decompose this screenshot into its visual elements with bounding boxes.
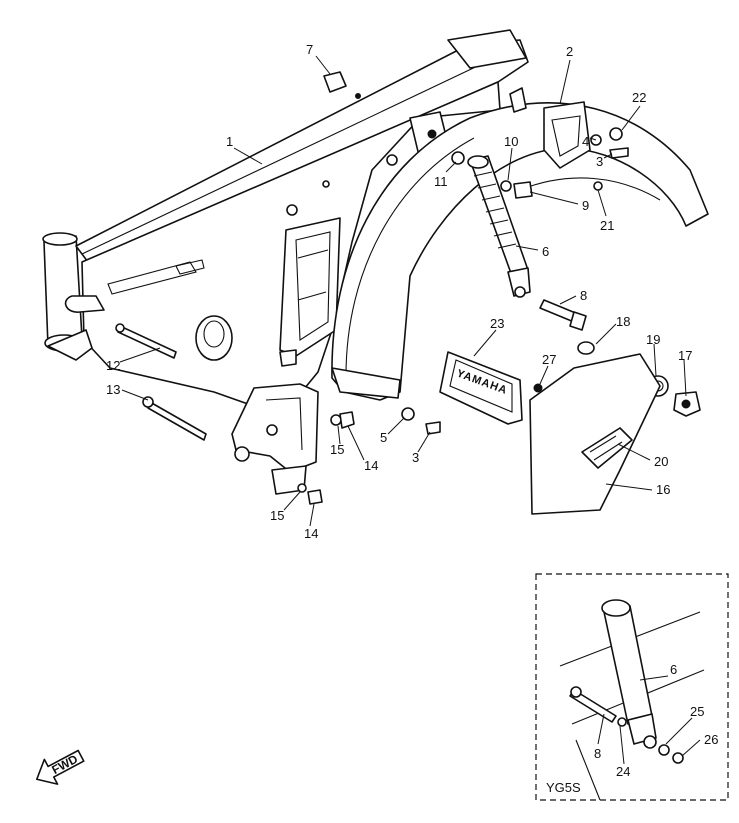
inset-callout-25: 25 <box>690 704 704 719</box>
callout-14-upper: 14 <box>364 458 378 473</box>
callout-18: 18 <box>616 314 630 329</box>
nut-9 <box>513 181 533 199</box>
callout-16: 16 <box>656 482 670 497</box>
callout-10: 10 <box>504 134 518 149</box>
callout-15-upper: 15 <box>330 442 344 457</box>
rear-shock-absorber <box>467 155 531 298</box>
callout-4: 4 <box>582 134 589 149</box>
callout-19: 19 <box>646 332 660 347</box>
callout-9: 9 <box>582 198 589 213</box>
callout-20: 20 <box>654 454 668 469</box>
callout-13: 13 <box>106 382 120 397</box>
bolt-3-upper <box>609 147 629 159</box>
bolt-13 <box>147 401 207 441</box>
nut-14-upper <box>339 411 355 429</box>
washer-15-lower <box>297 483 307 493</box>
washer-22 <box>609 127 623 141</box>
side-cover-23: YAMAHA <box>439 351 523 425</box>
callout-7: 7 <box>306 42 313 57</box>
grommet-27 <box>533 383 543 393</box>
callout-6: 6 <box>542 244 549 259</box>
washer-21 <box>593 181 603 191</box>
callout-11: 11 <box>434 174 448 189</box>
washer-11 <box>451 151 465 165</box>
callout-12: 12 <box>106 358 120 373</box>
callout-21: 21 <box>600 218 614 233</box>
frame-body <box>42 29 529 495</box>
inset-callout-6: 6 <box>670 662 677 677</box>
leader-lines <box>119 55 687 527</box>
callout-17: 17 <box>678 348 692 363</box>
yg5s-inset: 6 25 26 8 24 YG5S <box>535 573 729 801</box>
callout-23: 23 <box>490 316 504 331</box>
forward-direction-arrow: FWD <box>36 749 85 785</box>
nut-14-lower <box>307 489 323 505</box>
callout-3-lower: 3 <box>412 450 419 465</box>
inset-callout-8: 8 <box>594 746 601 761</box>
callout-14-lower: 14 <box>304 526 318 541</box>
washer-10 <box>500 180 512 192</box>
emblem-20 <box>581 427 633 469</box>
nut-7 <box>323 71 347 93</box>
bolt-3-lower <box>425 421 441 435</box>
callout-8: 8 <box>580 288 587 303</box>
callout-15-lower: 15 <box>270 508 284 523</box>
washer-5 <box>401 407 415 421</box>
washer-18 <box>577 341 595 355</box>
callout-5: 5 <box>380 430 387 445</box>
hardware <box>115 71 701 505</box>
inset-frame <box>535 573 729 801</box>
washer-15-upper <box>330 414 342 426</box>
inset-callout-24: 24 <box>616 764 630 779</box>
callout-27: 27 <box>542 352 556 367</box>
inset-callout-26: 26 <box>704 732 718 747</box>
inset-model-label: YG5S <box>546 780 581 795</box>
callout-1: 1 <box>226 134 233 149</box>
callout-labels: 1 2 3 4 22 7 10 11 9 21 6 8 23 18 19 17 … <box>106 42 692 541</box>
callout-3: 3 <box>596 154 603 169</box>
callout-2: 2 <box>566 44 573 59</box>
side-cover-16 <box>529 353 661 515</box>
callout-22: 22 <box>632 90 646 105</box>
